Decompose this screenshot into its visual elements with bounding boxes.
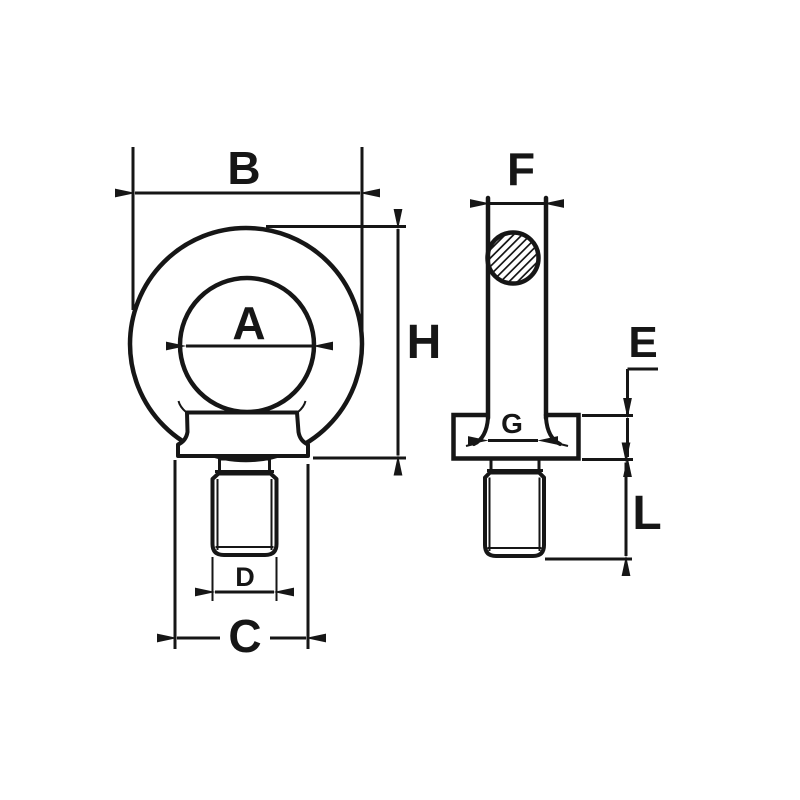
dim-label-c: C — [228, 610, 261, 662]
collar-fillet-left — [177, 400, 187, 413]
dim-label-b: B — [227, 142, 260, 194]
dim-label-e: E — [628, 318, 657, 367]
front-view: A B H C D — [115, 142, 442, 662]
dim-eye-outer-width: B — [115, 142, 380, 343]
thread-front — [210, 471, 279, 557]
dim-label-l: L — [632, 487, 661, 540]
dim-ring-section-width: F — [470, 143, 564, 208]
dim-label-g: G — [501, 408, 523, 439]
collar-front — [176, 410, 310, 458]
dim-body-height: H — [266, 209, 442, 476]
dim-label-d: D — [235, 562, 255, 592]
dim-label-a: A — [232, 297, 265, 349]
dim-eye-inner-diameter: A — [166, 297, 333, 351]
thread-side — [483, 470, 546, 558]
dim-label-f: F — [507, 143, 535, 195]
dim-collar-width: C — [157, 460, 326, 662]
dim-collar-thickness: E — [582, 318, 658, 477]
dim-thread-length: L — [545, 442, 662, 576]
dim-thread-diameter: D — [195, 557, 294, 601]
dim-label-h: H — [407, 316, 442, 369]
collar-side — [451, 412, 581, 461]
dim-shank-root-width: G — [468, 408, 558, 445]
collar-fillet-right — [297, 400, 307, 413]
